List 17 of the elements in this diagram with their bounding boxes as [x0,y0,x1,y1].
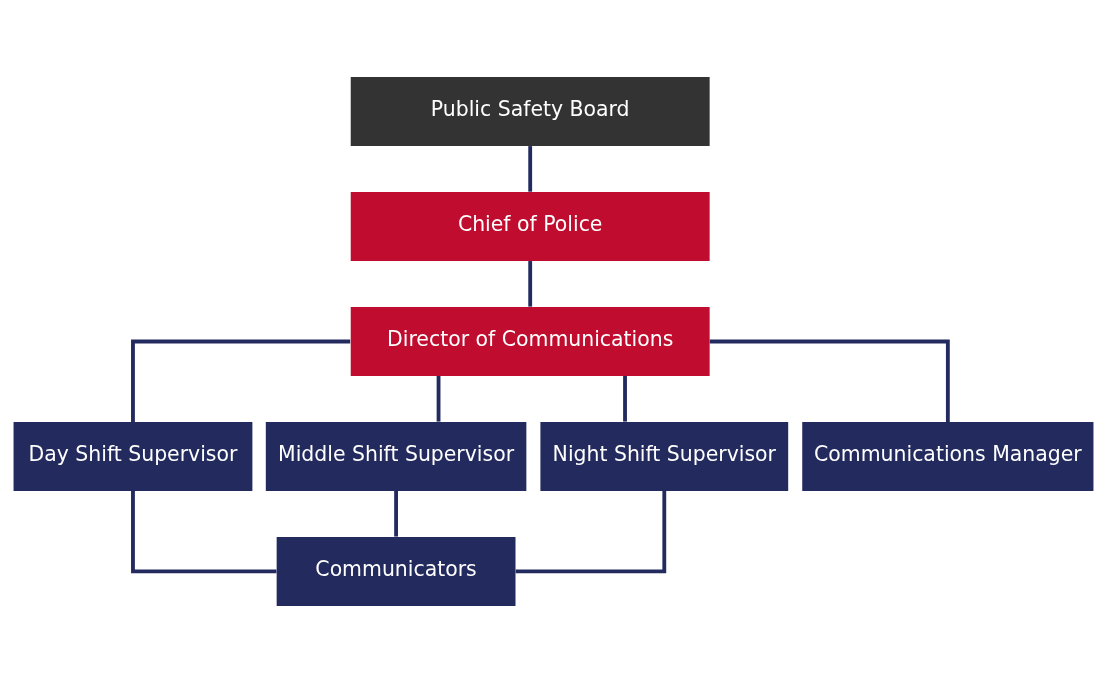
connector [528,260,533,307]
node-box: Chief of Police [350,191,710,261]
node-box: Director of Communications [350,306,710,376]
node-box: Day Shift Supervisor [13,421,253,491]
connector [436,375,441,422]
node-box: Communicators [276,536,516,606]
connector [528,145,533,192]
connector [515,490,667,573]
connector [623,375,627,422]
node-box: Night Shift Supervisor [540,421,789,491]
connector [709,339,950,422]
connector [131,490,277,573]
connector [394,490,398,537]
connector [131,339,351,422]
node-box: Public Safety Board [350,76,710,146]
node-box: Middle Shift Supervisor [265,421,527,491]
node-box: Communications Manager [802,421,1094,491]
